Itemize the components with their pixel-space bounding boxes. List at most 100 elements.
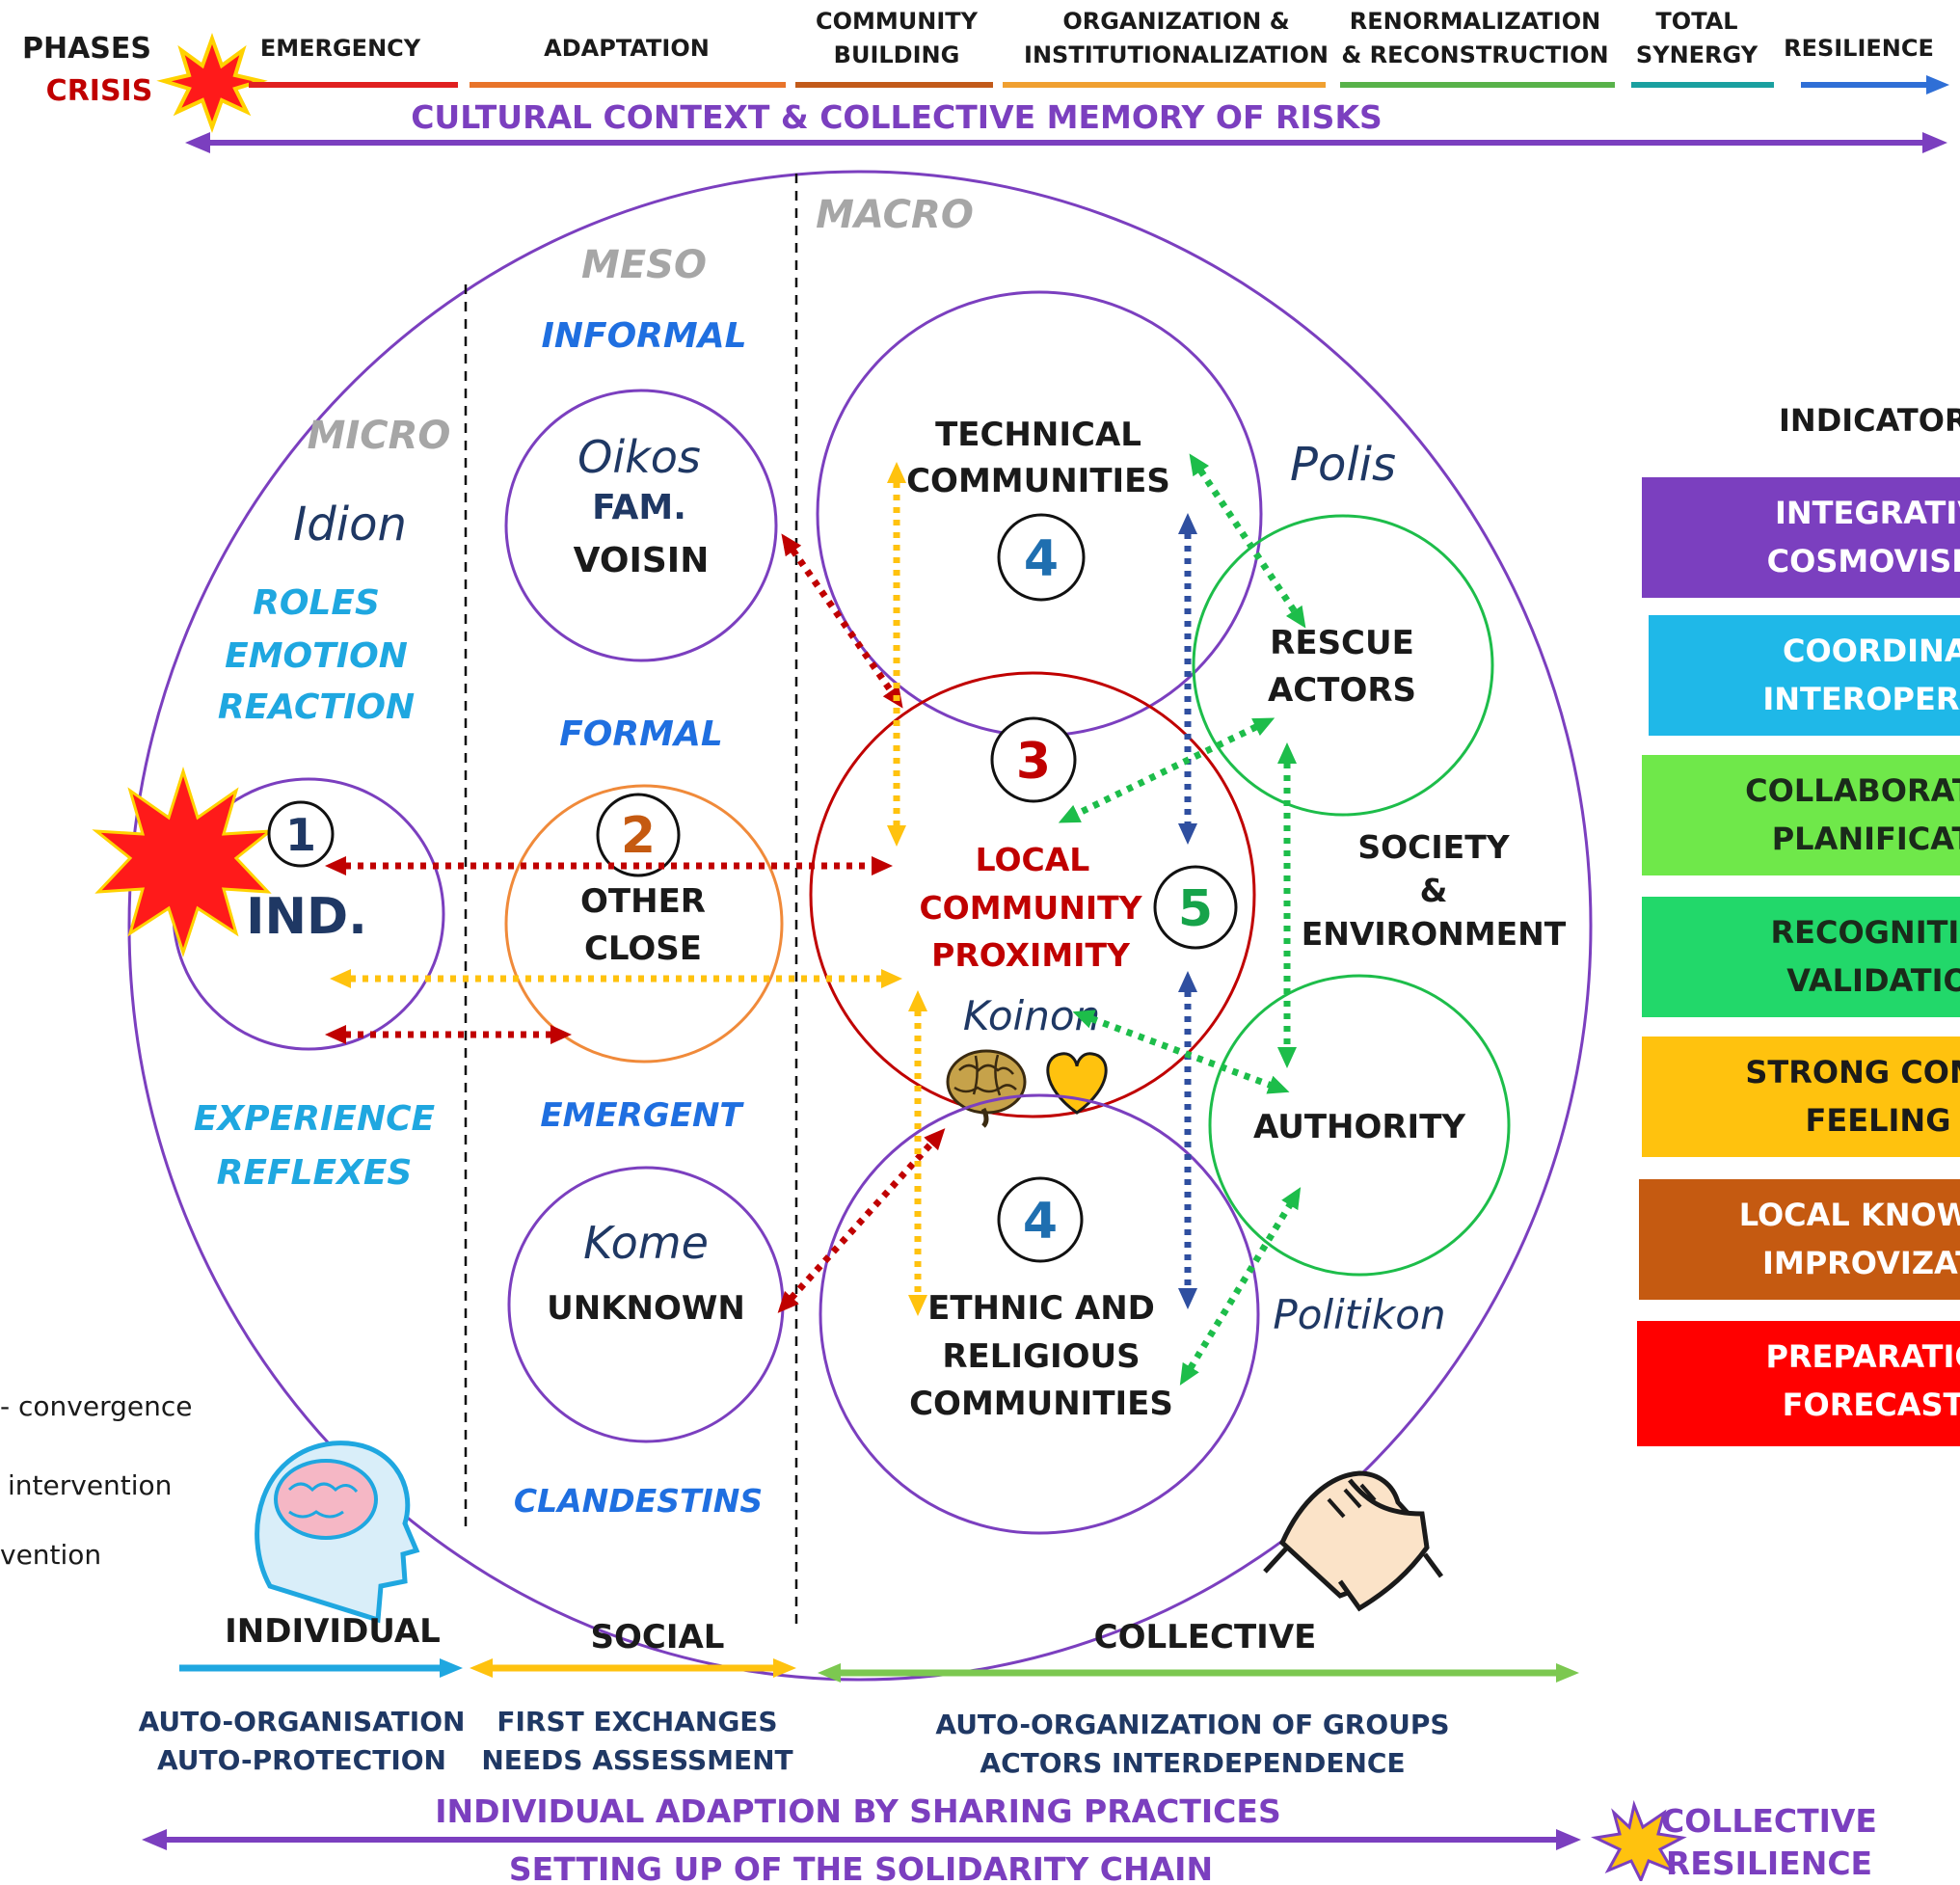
society-line-2: & bbox=[1420, 872, 1448, 909]
indicator-1-line-2: COSMOVISIO bbox=[1767, 543, 1960, 579]
indicator-box-2 bbox=[1649, 615, 1960, 736]
politikon-label: Politikon bbox=[1273, 1291, 1445, 1338]
indicator-4-line-1: RECOGNITIO bbox=[1770, 914, 1960, 951]
interaction-arrows bbox=[325, 453, 1306, 1386]
informal-label: INFORMAL bbox=[541, 316, 746, 356]
social-stage-label: SOCIAL bbox=[591, 1618, 725, 1656]
number-1-badge bbox=[267, 800, 335, 868]
number-4-bottom-badge bbox=[997, 1176, 1084, 1263]
ethnic-line-3: COMMUNITIES bbox=[909, 1385, 1173, 1423]
phase-label-5-line-2: & RECONSTRUCTION bbox=[1341, 41, 1608, 68]
oikos-title: Oikos bbox=[577, 431, 701, 483]
indicator-6-line-2: IMPROVIZATI bbox=[1762, 1245, 1960, 1281]
burst-icon bbox=[1591, 1799, 1687, 1884]
level-micro: MICRO bbox=[308, 414, 451, 458]
green-arrow-local-authority bbox=[1072, 1010, 1290, 1094]
handshake-icon bbox=[1263, 1470, 1444, 1612]
formal-label: FORMAL bbox=[559, 714, 723, 754]
authority-label: AUTHORITY bbox=[1253, 1108, 1465, 1146]
red-arrow-kome-local bbox=[777, 1128, 946, 1313]
oikos-line-2: VOISIN bbox=[574, 541, 710, 580]
green-arrow-ethnic-authority bbox=[1179, 1187, 1302, 1386]
number-4-top: 4 bbox=[1024, 530, 1059, 588]
rescue-line-2: ACTORS bbox=[1268, 671, 1416, 710]
phase-label-3-line-2: BUILDING bbox=[834, 41, 960, 68]
other-close-line-2: CLOSE bbox=[584, 929, 702, 968]
individual-desc-2: AUTO-PROTECTION bbox=[157, 1744, 446, 1776]
solidarity-chain-label: SETTING UP OF THE SOLIDARITY CHAIN bbox=[509, 1850, 1213, 1881]
indicator-box-1 bbox=[1642, 477, 1960, 598]
indicator-3-line-2: PLANIFICATI bbox=[1772, 821, 1960, 857]
indicator-7-line-1: PREPARATIO bbox=[1765, 1338, 1960, 1375]
phase-label-7-line-1: RESILIENCE bbox=[1784, 35, 1934, 62]
phase-label-6-line-2: SYNERGY bbox=[1636, 41, 1759, 68]
indicator-boxes: INTEGRATIV COSMOVISIO COORDINAT INTEROPERAB… bbox=[1637, 477, 1960, 1446]
collective-stage-label: COLLECTIVE bbox=[1094, 1618, 1317, 1656]
phases-label: PHASES bbox=[22, 32, 151, 66]
cultural-context-label: CULTURAL CONTEXT & COLLECTIVE MEMORY OF … bbox=[411, 98, 1383, 136]
head-brain-icon bbox=[255, 1441, 420, 1624]
legend-item-1: - convergence bbox=[0, 1390, 192, 1422]
level-meso: MESO bbox=[581, 243, 707, 287]
technical-line-2: COMMUNITIES bbox=[906, 462, 1170, 500]
number-2-badge bbox=[596, 793, 681, 877]
roles-line-3: REACTION bbox=[218, 687, 415, 727]
idion-label: Idion bbox=[293, 498, 407, 552]
social-desc-2: NEEDS ASSESSMENT bbox=[481, 1744, 792, 1776]
legend-item-2: intervention bbox=[8, 1469, 172, 1501]
roles-line-2: EMOTION bbox=[225, 636, 408, 676]
indicator-box-6 bbox=[1639, 1179, 1960, 1300]
technical-line-1: TECHNICAL bbox=[935, 416, 1141, 454]
social-desc-1: FIRST EXCHANGES bbox=[497, 1706, 777, 1737]
phase-labels: EMERGENCY ADAPTATION COMMUNITY BUILDING ORGA… bbox=[260, 8, 1934, 68]
indicator-2-line-1: COORDINAT bbox=[1783, 633, 1960, 669]
phase-label-1-line-1: EMERGENCY bbox=[260, 35, 421, 62]
clandestins-label: CLANDESTINS bbox=[514, 1482, 763, 1520]
local-line-1: LOCAL bbox=[976, 841, 1090, 878]
local-line-3: PROXIMITY bbox=[931, 936, 1131, 974]
roles-line-1: ROLES bbox=[253, 583, 380, 623]
indicator-2-line-2: INTEROPERAB bbox=[1762, 681, 1960, 717]
level-macro: MACRO bbox=[816, 193, 974, 237]
rescue-actors-circle bbox=[1192, 514, 1494, 817]
local-community-circle bbox=[809, 671, 1256, 1118]
individual-desc-1: AUTO-ORGANISATION bbox=[139, 1706, 466, 1737]
phase-label-6-line-1: TOTAL bbox=[1655, 8, 1737, 35]
legend-item-3: vention bbox=[0, 1539, 101, 1571]
society-line-3: ENVIRONMENT bbox=[1302, 915, 1567, 953]
indicator-box-7 bbox=[1637, 1321, 1960, 1446]
indicator-5-line-2: FEELING bbox=[1806, 1102, 1951, 1139]
polis-label: Polis bbox=[1290, 438, 1396, 492]
collective-resilience-line-2: RESILIENCE bbox=[1666, 1845, 1872, 1881]
society-line-1: SOCIETY bbox=[1357, 828, 1510, 866]
indicator-6-line-1: LOCAL KNOWLE bbox=[1739, 1197, 1960, 1233]
authority-circle bbox=[1208, 974, 1511, 1277]
oikos-line-1: FAM. bbox=[592, 488, 686, 527]
number-5: 5 bbox=[1178, 880, 1213, 938]
indicator-box-5 bbox=[1642, 1037, 1960, 1157]
oikos-circle bbox=[504, 389, 778, 662]
explosion-icon bbox=[92, 766, 275, 957]
indicator-box-3 bbox=[1642, 755, 1960, 875]
indicator-1-line-1: INTEGRATIV bbox=[1775, 495, 1960, 531]
emergent-label: EMERGENT bbox=[540, 1096, 744, 1135]
collective-resilience-line-1: COLLECTIVE bbox=[1661, 1802, 1877, 1840]
other-close-line-1: OTHER bbox=[580, 882, 706, 921]
sharing-practices-label: INDIVIDUAL ADAPTION BY SHARING PRACTICES bbox=[435, 1792, 1280, 1830]
number-1: 1 bbox=[285, 809, 316, 861]
local-line-2: COMMUNITY bbox=[919, 889, 1142, 927]
phase-label-2-line-1: ADAPTATION bbox=[544, 35, 710, 62]
phase-label-4-line-2: INSTITUTIONALIZATION bbox=[1024, 41, 1329, 68]
ethnic-line-2: RELIGIOUS bbox=[942, 1337, 1140, 1376]
kome-line-1: UNKNOWN bbox=[547, 1289, 745, 1328]
experience-line-1: EXPERIENCE bbox=[194, 1099, 436, 1139]
indicator-3-line-1: COLLABORATIO bbox=[1745, 772, 1960, 809]
indicator-4-line-2: VALIDATIO bbox=[1786, 962, 1960, 999]
red-arrow-oikos-local bbox=[781, 533, 903, 709]
number-3: 3 bbox=[1016, 733, 1051, 791]
phase-label-4-line-1: ORGANIZATION & bbox=[1062, 8, 1289, 35]
experience-line-2: REFLEXES bbox=[217, 1153, 413, 1193]
phase-label-3-line-1: COMMUNITY bbox=[816, 8, 979, 35]
